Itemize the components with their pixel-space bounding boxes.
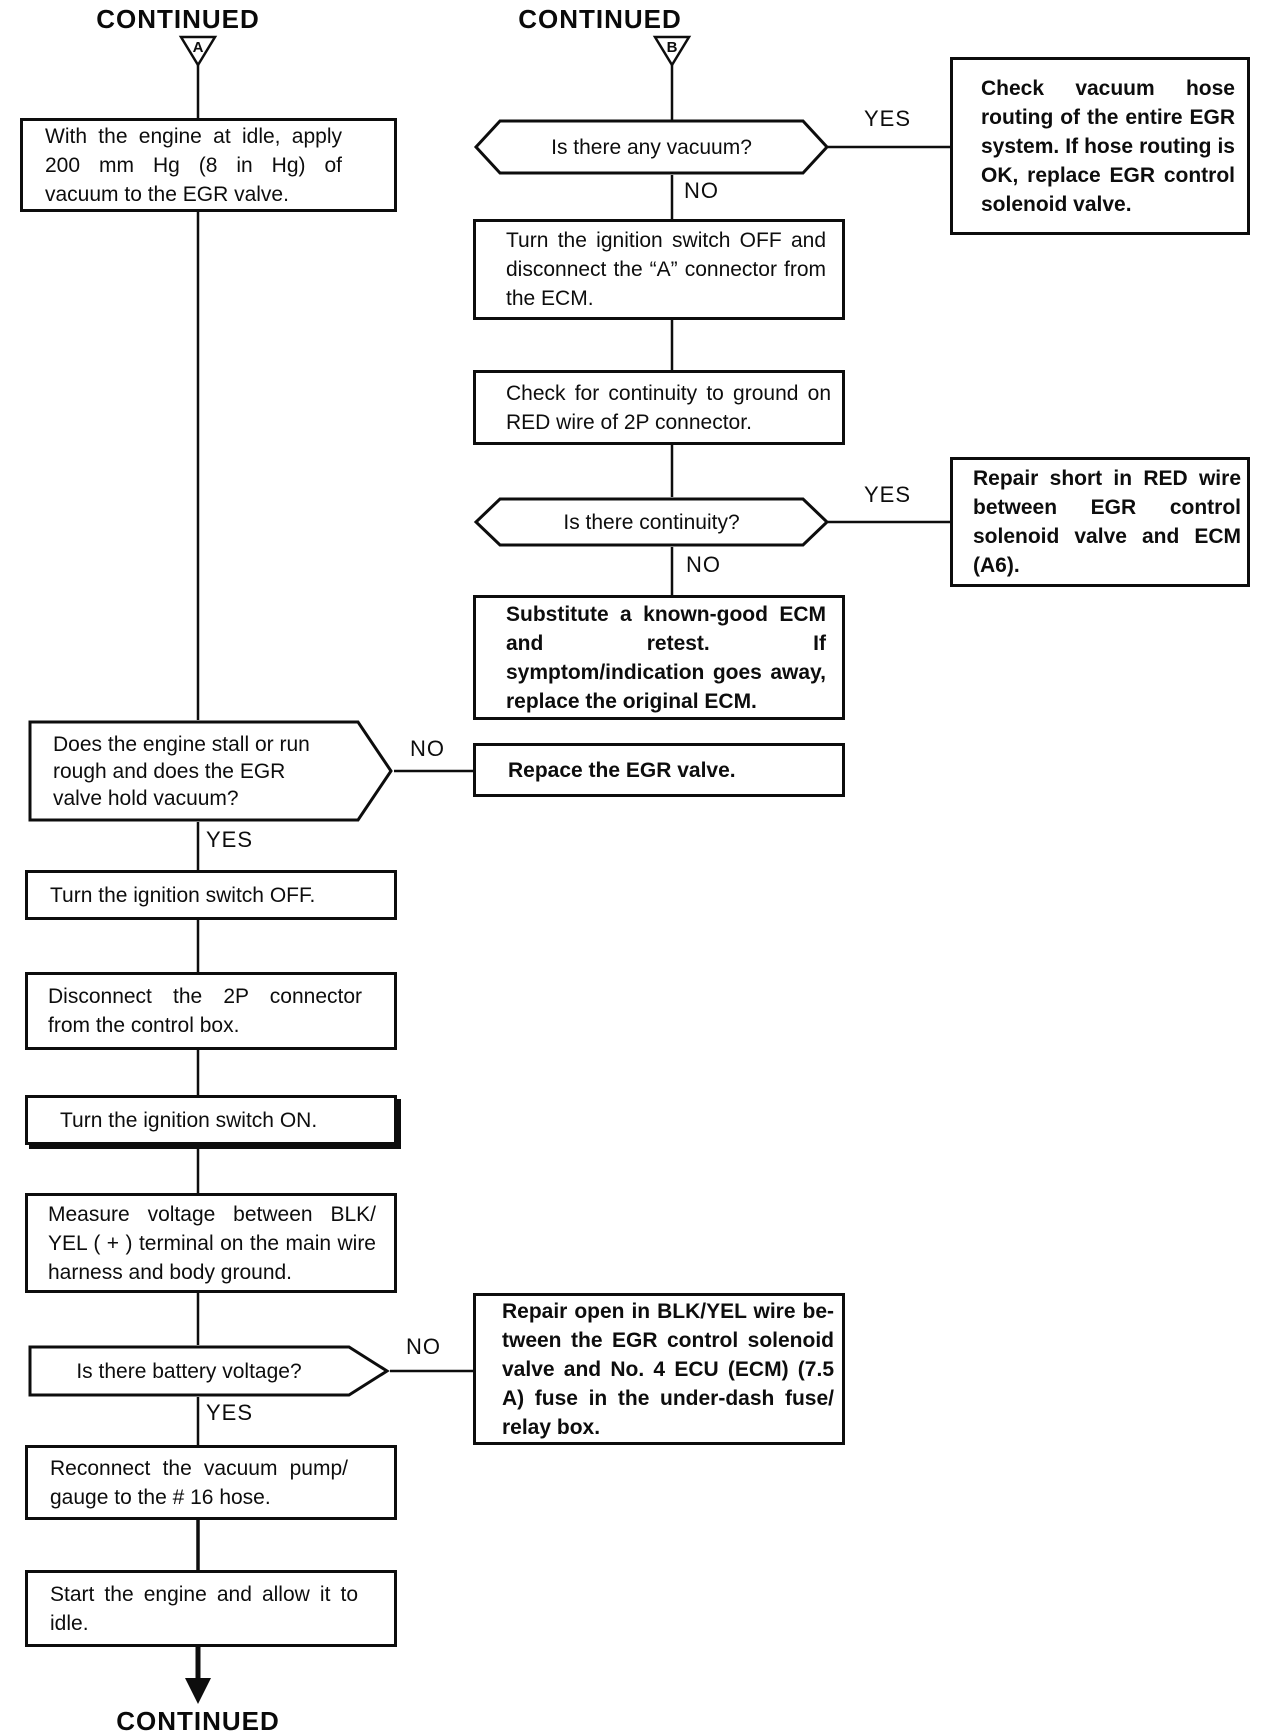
decision-text: Is there any vacuum? [551, 135, 752, 159]
branch-label-yes-continuity: YES [864, 482, 912, 507]
step-text: Turn the ignition switch ON. [60, 1108, 318, 1132]
step-text: Check for continuity to ground on RED wi… [506, 381, 831, 434]
branch-label-yes-battery: YES [206, 1400, 254, 1425]
continued-arrow-icon [185, 1647, 211, 1704]
decision-battery-voltage: Is there battery voltage? [28, 1345, 390, 1397]
step-text: Disconnect the 2P connector from the con… [48, 985, 362, 1037]
step-text: Turn the ignition switch OFF. [50, 883, 316, 907]
step-check-continuity: Check for continuity to ground on RED wi… [473, 370, 845, 445]
decision-shape [473, 119, 830, 175]
branch-label-yes-vacuum: YES [864, 106, 912, 131]
step-ignition-on: Turn the ignition switch ON. [25, 1095, 397, 1145]
continued-top-middle-label: CONTINUED [518, 4, 682, 34]
action-replace-egr-valve: Repace the EGR valve. [473, 743, 845, 797]
action-substitute-ecm: Substitute a known-good ECM and retest. … [473, 595, 845, 720]
branch-label-no-stall: NO [410, 736, 445, 761]
step-measure-voltage: Measure voltage between BLK/​YEL ( + ) t… [25, 1193, 397, 1293]
decision-text: Is there continuity? [563, 510, 740, 534]
step-text: Measure voltage between BLK/​YEL ( + ) t… [48, 1202, 376, 1284]
branch-label-no-continuity: NO [686, 552, 721, 577]
action-text: Substitute a known-good ECM and retest. … [506, 602, 826, 713]
decision-engine-stall: Does the engine stall or run rough and d… [28, 720, 394, 822]
step-text: Turn the ignition switch OFF and disconn… [506, 229, 826, 310]
action-text: Repair short in RED wire between EGR con… [973, 467, 1241, 577]
decision-text: Is there battery voltage? [76, 1359, 302, 1383]
continued-bottom-label: CONTINUED [116, 1706, 280, 1736]
step-text: Reconnect the vacuum pump/​gauge to the … [50, 1456, 348, 1509]
decision-continuity: Is there continuity? [473, 497, 830, 547]
action-text: Repair open in BLK/​YEL wire be­tween th… [502, 1299, 834, 1439]
decision-text: Does the engine stall or run rough and d… [53, 732, 310, 810]
step-text: Start the engine and allow it to idle. [50, 1582, 358, 1635]
step-ignition-off: Turn the ignition switch OFF. [25, 870, 397, 920]
step-apply-vacuum: With the engine at idle, apply 200 mm Hg… [20, 118, 397, 212]
step-ignition-off-disconnect-a: Turn the ignition switch OFF and disconn… [473, 219, 845, 320]
connector-a-letter: A [192, 39, 204, 56]
step-start-engine: Start the engine and allow it to idle. [25, 1570, 397, 1647]
decision-shape [28, 1345, 390, 1397]
decision-shape [473, 497, 830, 547]
decision-shape [28, 720, 393, 822]
action-check-hose-routing: Check vacuum hose routing of the entire … [950, 57, 1250, 235]
step-reconnect-pump: Reconnect the vacuum pump/​gauge to the … [25, 1445, 397, 1520]
step-text: With the engine at idle, apply 200 mm Hg… [45, 124, 342, 206]
connector-b-letter: B [666, 39, 678, 56]
step-disconnect-2p: Disconnect the 2P connector from the con… [25, 972, 397, 1050]
action-text: Repace the EGR valve. [508, 758, 736, 782]
action-repair-short-wire: Repair short in RED wire between EGR con… [950, 457, 1250, 587]
continued-top-left-label: CONTINUED [96, 4, 260, 34]
action-text: Check vacuum hose routing of the entire … [981, 76, 1235, 216]
branch-label-no-vacuum: NO [684, 178, 719, 203]
action-repair-open-wire: Repair open in BLK/​YEL wire be­tween th… [473, 1293, 845, 1445]
branch-label-no-battery: NO [406, 1334, 441, 1359]
decision-any-vacuum: Is there any vacuum? [473, 119, 830, 175]
branch-label-yes-stall: YES [206, 827, 254, 852]
